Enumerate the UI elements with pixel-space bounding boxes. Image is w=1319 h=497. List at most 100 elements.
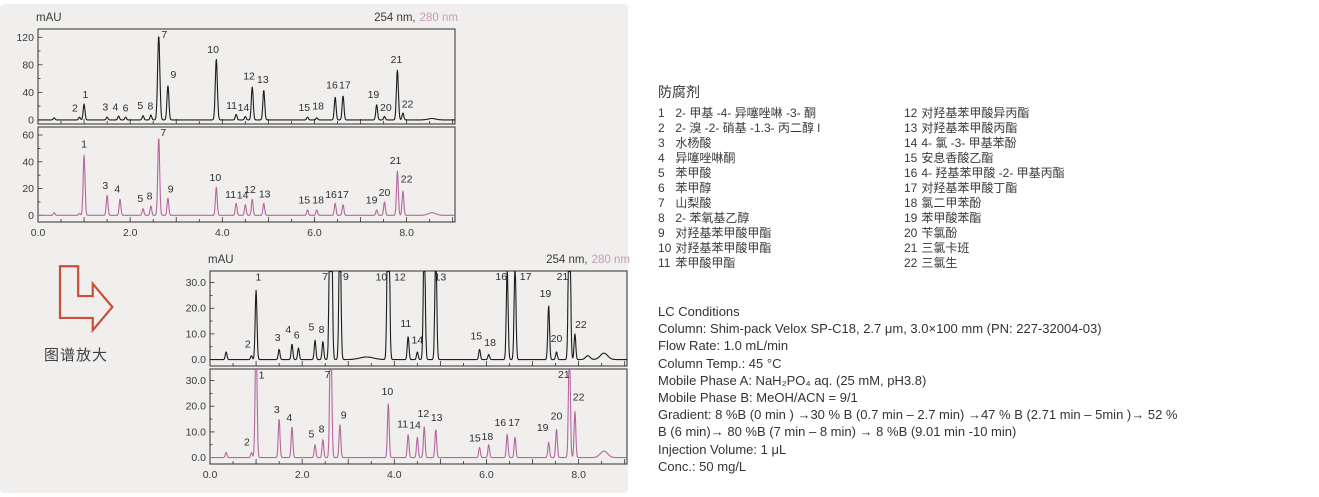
peak-label-20: 20 (551, 333, 563, 345)
peak-label-22: 22 (575, 319, 587, 331)
compound-item: 4 异噻唑啉酮 (658, 151, 898, 166)
peak-label-20: 20 (551, 411, 563, 423)
compound-number: 22 (904, 256, 918, 270)
wavelength-254-label: 254 nm, (374, 12, 416, 24)
peak-label-12: 12 (244, 184, 256, 196)
compound-item: 18 氯二甲苯酚 (904, 196, 1304, 211)
compound-number: 12 (904, 106, 918, 120)
lc-condition-line: LC Conditions (658, 304, 740, 319)
compound-name: 苄氯酚 (918, 226, 958, 240)
compound-number: 7 (658, 196, 665, 210)
svg-text:2.0: 2.0 (123, 227, 138, 239)
wavelength-legend: 254 nm,280 nm (546, 254, 630, 266)
compound-number: 18 (904, 196, 918, 210)
peak-label-19: 19 (537, 422, 549, 434)
compound-number: 1 (658, 106, 665, 120)
peak-label-9: 9 (168, 184, 174, 196)
compound-item: 9 对羟基苯甲酸甲酯 (658, 226, 898, 241)
compound-item: 20 苄氯酚 (904, 226, 1304, 241)
compound-item: 7 山梨酸 (658, 196, 898, 211)
compound-item: 5 苯甲酸 (658, 166, 898, 181)
peak-label-2: 2 (244, 436, 250, 448)
compound-number: 11 (658, 256, 671, 270)
lc-condition-line: Gradient: 8 %B (0 min ) →30 % B (0.7 min… (658, 407, 1178, 423)
lc-condition-line: Mobile Phase A: NaH₂PO₄ aq. (25 mM, pH3.… (658, 372, 927, 388)
peak-label-8: 8 (148, 101, 154, 113)
peak-label-4: 4 (112, 101, 118, 113)
svg-text:8.0: 8.0 (399, 227, 414, 239)
peak-label-9: 9 (343, 271, 349, 283)
compound-number: 16 (904, 166, 918, 180)
svg-text:20: 20 (22, 183, 34, 195)
peak-label-15: 15 (470, 331, 482, 343)
peak-label-5: 5 (137, 100, 143, 112)
compound-item: 17 对羟基苯甲酸丁酯 (904, 181, 1304, 196)
peak-label-3: 3 (102, 180, 108, 192)
compound-name: 4- 氯 -3- 甲基苯酚 (918, 136, 1017, 150)
compound-number: 4 (658, 151, 665, 165)
peak-label-21: 21 (558, 369, 570, 381)
compound-name: 水杨酸 (672, 136, 712, 150)
svg-text:6.0: 6.0 (307, 227, 322, 239)
compound-item: 15 安息香酸乙酯 (904, 151, 1304, 166)
peak-label-14: 14 (238, 102, 250, 114)
peak-label-1: 1 (255, 272, 261, 284)
peak-label-12: 12 (417, 408, 429, 420)
compound-name: 对羟基苯甲酸异丙酯 (918, 106, 1030, 120)
svg-text:0: 0 (28, 114, 34, 126)
peak-label-13: 13 (257, 74, 269, 86)
peak-label-2: 2 (72, 103, 78, 115)
lc-condition-line: Conc.: 50 mg/L (658, 458, 747, 474)
peak-label-10: 10 (210, 172, 222, 184)
svg-text:120: 120 (16, 32, 34, 44)
compound-name: 2- 甲基 -4- 异噻唑啉 -3- 酮 (672, 106, 817, 120)
svg-text:20.0: 20.0 (186, 303, 207, 315)
peak-label-20: 20 (380, 102, 392, 114)
svg-text:0.0: 0.0 (203, 469, 218, 481)
peak-label-12: 12 (394, 272, 406, 284)
compound-name: 安息香酸乙酯 (918, 151, 994, 165)
peak-label-21: 21 (557, 271, 569, 283)
compound-item: 21 三氯卡班 (904, 241, 1304, 256)
peak-label-4: 4 (285, 324, 291, 336)
svg-text:20.0: 20.0 (186, 401, 207, 413)
svg-text:8.0: 8.0 (571, 469, 586, 481)
compound-item: 12 对羟基苯甲酸异丙酯 (904, 106, 1304, 121)
peak-label-9: 9 (341, 409, 347, 421)
peak-label-5: 5 (308, 322, 314, 334)
peak-label-13: 13 (259, 188, 271, 200)
compound-name: 苯甲酸甲酯 (672, 256, 736, 270)
compound-name: 三氯生 (918, 256, 958, 270)
svg-text:4.0: 4.0 (215, 227, 230, 239)
peak-label-22: 22 (573, 391, 585, 403)
compound-number: 3 (658, 136, 665, 150)
compound-name: 对羟基苯甲酸甲酯 (672, 226, 772, 240)
compound-name: 异噻唑啉酮 (672, 151, 736, 165)
peak-label-11: 11 (225, 189, 236, 201)
peak-label-19: 19 (540, 288, 552, 300)
magnify-arrow-icon (58, 265, 114, 334)
compound-number: 5 (658, 166, 665, 180)
compound-name: 三氯卡班 (918, 241, 970, 255)
peak-label-14: 14 (412, 334, 424, 346)
compound-number: 9 (658, 226, 665, 240)
svg-text:10.0: 10.0 (186, 328, 207, 340)
peak-label-8: 8 (319, 324, 325, 336)
svg-text:30.0: 30.0 (186, 375, 207, 387)
compound-number: 17 (904, 181, 918, 195)
y-axis-unit-label: mAU (36, 12, 62, 24)
peak-label-15: 15 (298, 194, 310, 206)
peak-label-7: 7 (160, 127, 166, 139)
compound-name: 山梨酸 (672, 196, 712, 210)
magnify-label: 图谱放大 (44, 347, 109, 364)
wavelength-280-label: 280 nm (419, 12, 458, 24)
svg-text:60: 60 (22, 130, 34, 142)
compound-name: 对羟基苯甲酸丙酯 (918, 121, 1018, 135)
peak-label-7: 7 (161, 29, 167, 41)
peak-label-3: 3 (274, 404, 280, 416)
